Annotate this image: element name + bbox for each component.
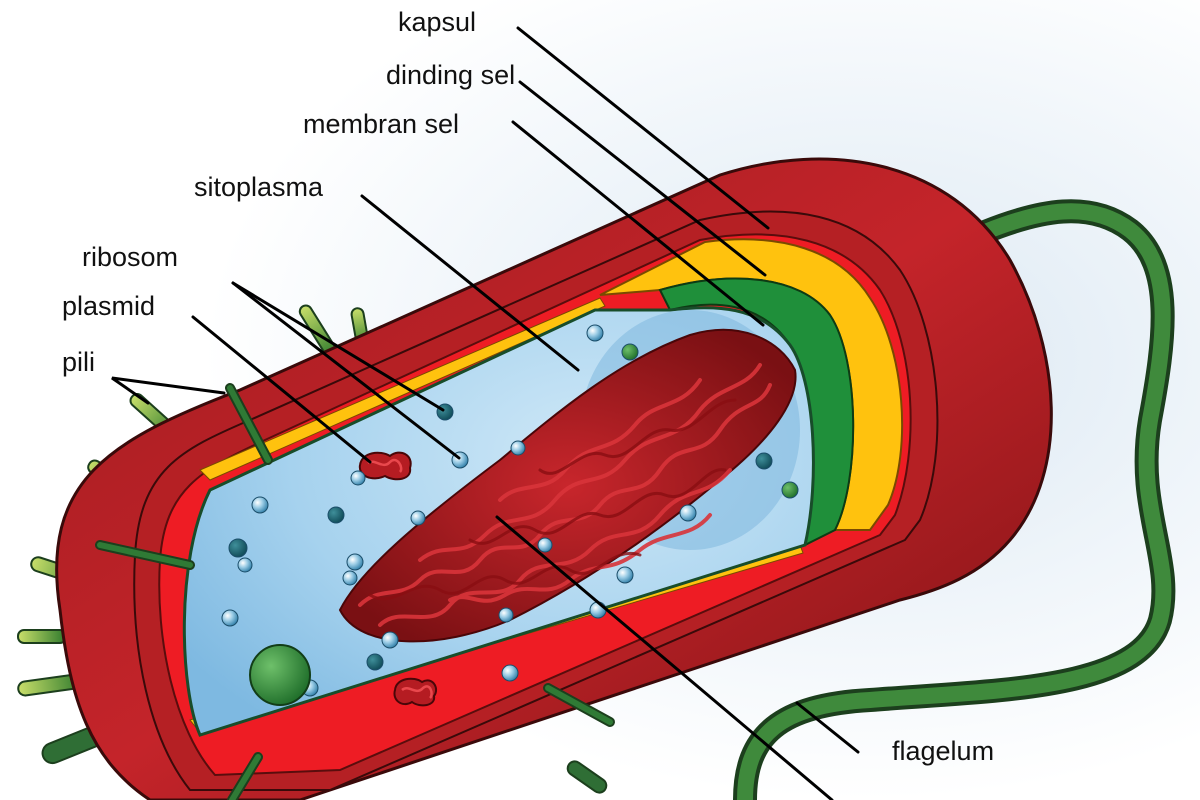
pilus	[17, 629, 67, 644]
leader-ribosom-b	[231, 281, 461, 460]
ribosome	[755, 452, 773, 470]
ribosome	[679, 504, 697, 522]
ribosome	[221, 609, 239, 627]
leader-membran-sel	[511, 120, 765, 327]
ribosome	[342, 570, 358, 586]
ribosome	[781, 481, 799, 499]
leader-plasmid	[191, 315, 372, 464]
nucleoid	[338, 328, 797, 643]
pilus	[566, 760, 608, 794]
flagellum-highlight	[737, 203, 1172, 800]
label-pili: pili	[62, 347, 95, 377]
leader-dinding-sel	[518, 80, 767, 277]
ribosome	[586, 324, 604, 342]
ribosome	[350, 470, 366, 486]
leader-ribosom-a	[231, 281, 445, 412]
leader-kapsul	[516, 26, 770, 230]
ribosome	[237, 557, 253, 573]
leader-flagelum	[795, 701, 860, 754]
label-plasmid: plasmid	[62, 291, 155, 321]
leader-nucleoid	[495, 515, 834, 800]
ribosome	[616, 566, 634, 584]
label-kapsul: kapsul	[398, 7, 476, 37]
ribosome	[621, 343, 639, 361]
ribosome	[589, 601, 607, 619]
leader-pili	[111, 376, 226, 405]
label-membran-sel: membran sel	[303, 109, 459, 139]
ribosomes	[221, 324, 799, 697]
label-sitoplasma: sitoplasma	[194, 172, 324, 202]
labels: kapsul dinding sel membran sel sitoplasm…	[62, 7, 994, 766]
ribosome	[381, 631, 399, 649]
label-ribosom: ribosom	[82, 242, 178, 272]
ribosome	[537, 537, 553, 553]
ribosome	[251, 496, 269, 514]
leader-lines	[111, 26, 860, 800]
plasmid	[393, 677, 438, 707]
ribosome	[410, 510, 426, 526]
ribosome	[327, 506, 345, 524]
ribosome	[510, 440, 526, 456]
front-pili-group	[95, 383, 615, 800]
label-flagelum: flagelum	[892, 736, 994, 766]
ribosome	[346, 553, 364, 571]
ribosome	[498, 607, 514, 623]
ribosome	[228, 538, 248, 558]
label-dinding-sel: dinding sel	[386, 60, 515, 90]
cell-membrane	[658, 277, 855, 547]
ribosome	[501, 664, 519, 682]
plasmid	[358, 451, 412, 481]
leader-sitoplasma	[360, 194, 580, 372]
inclusion-body	[249, 644, 311, 706]
ribosome	[366, 653, 384, 671]
